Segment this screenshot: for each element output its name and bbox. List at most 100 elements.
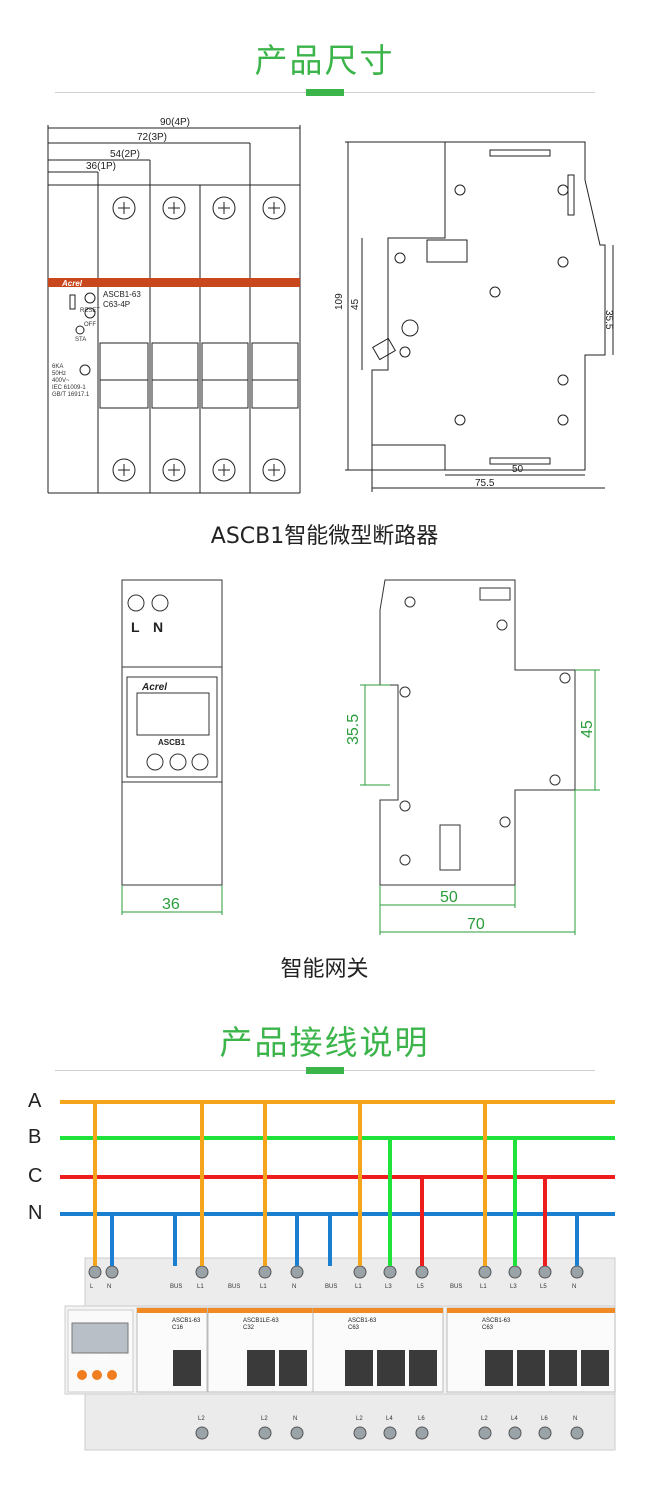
brand-stripe [137, 1308, 207, 1313]
terminal-label: L4 [511, 1416, 518, 1422]
gateway-button [77, 1370, 87, 1380]
dim-gateway-rail: 35.5 [345, 714, 362, 745]
gateway-button [107, 1370, 117, 1380]
terminal-label: L2 [356, 1416, 363, 1422]
spec-text: 400V~ [52, 378, 70, 384]
dim-gateway-depth: 70 [467, 916, 485, 933]
terminal-screw [88, 1265, 102, 1279]
gateway-brand: Acrel [141, 682, 167, 693]
terminal-label: L5 [540, 1284, 547, 1290]
terminal-screw [353, 1426, 367, 1440]
module-model: ASCB1-63 [348, 1318, 377, 1324]
terminal-label: BUS [325, 1284, 337, 1290]
dim-height: 109 [334, 293, 345, 310]
spec-text: GB/T 16917.1 [52, 392, 90, 398]
dim-depth: 75.5 [475, 478, 495, 489]
gateway-model: ASCB1 [158, 738, 186, 747]
terminal-screw [415, 1265, 429, 1279]
breaker-rating: C63-4P [103, 300, 130, 309]
terminal-screw [353, 1265, 367, 1279]
terminal-label: L2 [198, 1416, 205, 1422]
terminal-screw [415, 1426, 429, 1440]
terminal-label: BUS [228, 1284, 240, 1290]
phase-label-c: C [28, 1165, 43, 1187]
module-rating: C63 [348, 1325, 360, 1331]
dim-inner: 45 [350, 298, 361, 310]
terminal-screw [538, 1265, 552, 1279]
gateway-lcd [71, 1322, 129, 1354]
terminal-screw [508, 1265, 522, 1279]
terminal-label: L6 [418, 1416, 425, 1422]
terminal-label: L1 [355, 1284, 362, 1290]
dim-rail: 35.5 [603, 310, 614, 330]
dim-gateway-depth-inner: 50 [440, 889, 458, 906]
wiring-title: 产品接线说明 [219, 1023, 430, 1062]
off-label: OFF [84, 322, 96, 328]
sta-label: STA [75, 337, 86, 343]
brand-stripe [208, 1308, 313, 1313]
module-rating: C63 [482, 1325, 494, 1331]
terminal-label: N [572, 1284, 576, 1290]
phase-label-b: B [28, 1126, 42, 1148]
terminal-screw [478, 1426, 492, 1440]
dim-2p: 54(2P) [110, 149, 140, 160]
terminal-screw [290, 1265, 304, 1279]
terminal-n-label: N [153, 619, 163, 635]
phase-label-n: N [28, 1202, 43, 1224]
terminal-screw [383, 1265, 397, 1279]
terminal-label: L6 [541, 1416, 548, 1422]
title-accent-bar [306, 1067, 344, 1074]
terminal-screw [383, 1426, 397, 1440]
terminal-label: N [107, 1284, 111, 1290]
terminal-screw [478, 1265, 492, 1279]
module-model: ASCB1-63 [172, 1318, 201, 1324]
terminal-label: L2 [261, 1416, 268, 1422]
breaker-handle [345, 1350, 373, 1386]
reset-label: RESET [80, 308, 100, 314]
terminal-label: L [90, 1284, 94, 1290]
dimensions-title: 产品尺寸 [254, 41, 395, 80]
terminal-screw [105, 1265, 119, 1279]
terminal-screw [570, 1265, 584, 1279]
module-rating: C16 [172, 1325, 184, 1331]
module-rating: C32 [243, 1325, 255, 1331]
terminal-block-bottom [84, 1393, 616, 1451]
breaker-handle [409, 1350, 437, 1386]
terminal-label: N [293, 1416, 297, 1422]
terminal-screw [290, 1426, 304, 1440]
terminal-screw [258, 1265, 272, 1279]
spec-text: 6KA [52, 364, 63, 370]
title-accent-bar [306, 89, 344, 96]
gateway-button [92, 1370, 102, 1380]
module-model: ASCB1LE-63 [243, 1318, 279, 1324]
brand-stripe [447, 1308, 615, 1313]
terminal-label: N [292, 1284, 296, 1290]
breaker-handle [549, 1350, 577, 1386]
terminal-screw [195, 1265, 209, 1279]
terminal-label: L3 [510, 1284, 517, 1290]
terminal-screw [508, 1426, 522, 1440]
dim-gateway-inner: 45 [579, 720, 596, 738]
dim-1p: 36(1P) [86, 161, 116, 172]
gateway-model-label: ASCB1 [90, 1356, 110, 1362]
dim-4p: 90(4P) [160, 117, 190, 128]
spec-text: 50Hz [52, 371, 66, 377]
brand-logo-text: Acrel [61, 279, 83, 288]
breaker-handle [377, 1350, 405, 1386]
breaker-handle [581, 1350, 609, 1386]
breaker-handle [279, 1350, 307, 1386]
breaker-handle [173, 1350, 201, 1386]
gateway-caption: 智能网关 [280, 957, 369, 982]
terminal-label: L5 [417, 1284, 424, 1290]
terminal-label: BUS [450, 1284, 462, 1290]
terminal-label: L3 [385, 1284, 392, 1290]
breaker-caption: ASCB1智能微型断路器 [210, 524, 439, 549]
dim-3p: 72(3P) [137, 132, 167, 143]
dim-depth-inner: 50 [512, 464, 524, 475]
terminal-screw [570, 1426, 584, 1440]
terminal-label: L4 [386, 1416, 393, 1422]
breaker-model: ASCB1-63 [103, 290, 141, 299]
